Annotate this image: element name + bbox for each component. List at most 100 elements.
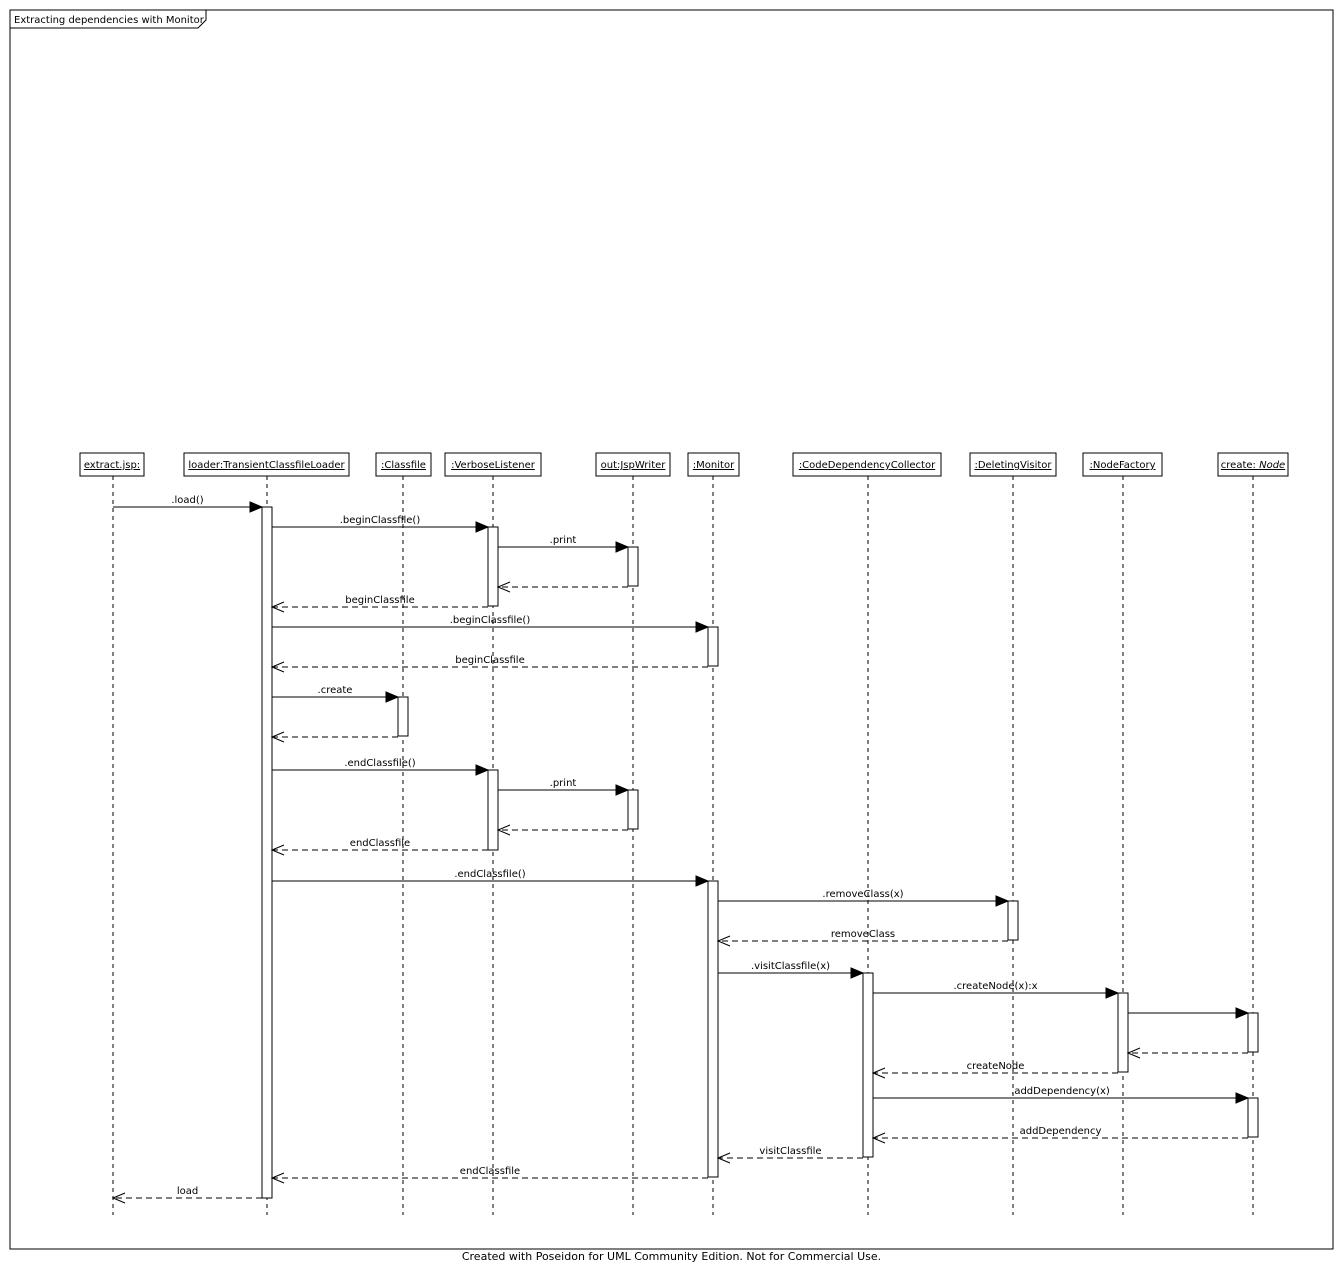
return-message: removeClass (716, 929, 1008, 947)
message-label: visitClassfile (759, 1146, 821, 1157)
lifeline-factory: :NodeFactory (1082, 452, 1163, 1215)
lifeline-jsp: extract.jsp: (79, 452, 145, 1215)
footer-note: Created with Poseidon for UML Community … (461, 1250, 882, 1263)
return-message (496, 824, 628, 836)
open-arrowhead (716, 1152, 731, 1164)
messages-layer: .load() .beginClassfile() .print beginClass… (111, 495, 1250, 1204)
call-message: .endClassfile() (272, 758, 490, 776)
call-message: .beginClassfile() (272, 515, 490, 533)
activation-bar-collector (862, 972, 874, 1158)
filled-arrowhead (1105, 987, 1120, 999)
open-arrowhead (1126, 1047, 1141, 1059)
message-label: .endClassfile() (454, 869, 525, 880)
filled-arrowhead (850, 967, 865, 979)
activations-layer (261, 506, 1259, 1199)
call-message: .print (498, 778, 630, 796)
lifeline-head-box (375, 452, 432, 477)
return-message (270, 731, 398, 743)
lifeline-label: :CodeDependencyCollector (799, 460, 936, 471)
lifeline-head-box (792, 452, 942, 477)
lifeline-deleting: :DeletingVisitor (969, 452, 1057, 1215)
filled-arrowhead (249, 501, 264, 513)
activation-bar-monitor (707, 626, 719, 667)
open-arrowhead (716, 935, 731, 947)
call-message: .addDependency(x) (873, 1086, 1250, 1104)
open-arrowhead (871, 1067, 886, 1079)
message-label: .endClassfile() (344, 758, 415, 769)
frame-title-tab (10, 9, 207, 29)
open-arrowhead (270, 731, 285, 743)
message-label: .load() (171, 495, 203, 506)
return-message (1126, 1047, 1248, 1059)
return-message: beginClassfile (270, 655, 708, 673)
message-label: .create (318, 685, 353, 696)
message-label: endClassfile (460, 1166, 520, 1177)
message-label: .removeClass(x) (822, 889, 903, 900)
message-label: endClassfile (350, 838, 410, 849)
message-label: .beginClassfile() (340, 515, 421, 526)
activation-bar-verbose (487, 769, 499, 851)
return-message: createNode (871, 1061, 1118, 1079)
message-label: .addDependency(x) (1011, 1086, 1110, 1097)
return-message: beginClassfile (270, 595, 488, 613)
lifeline-label: :NodeFactory (1090, 460, 1156, 471)
open-arrowhead (270, 844, 285, 856)
diagram-frame (9, 9, 1334, 1250)
call-message: .removeClass(x) (718, 889, 1010, 907)
filled-arrowhead (1235, 1092, 1250, 1104)
lifeline-label: :VerboseListener (451, 460, 536, 471)
lifeline-node: create: Node (1217, 452, 1289, 1215)
lifeline-label: :Monitor (693, 460, 735, 471)
frame-title: Extracting dependencies with Monitor (14, 15, 205, 26)
message-label: .createNode(x):x (953, 981, 1037, 992)
filled-arrowhead (475, 521, 490, 533)
lifeline-collector: :CodeDependencyCollector (792, 452, 942, 1215)
lifeline-classfile: :Classfile (375, 452, 432, 1215)
filled-arrowhead (475, 764, 490, 776)
lifeline-head-box (595, 452, 671, 477)
call-message: .visitClassfile(x) (718, 961, 865, 979)
filled-arrowhead (995, 895, 1010, 907)
return-message: endClassfile (270, 838, 488, 856)
activation-bar-deleting (1007, 900, 1019, 941)
lifeline-label: create: Node (1221, 460, 1285, 471)
lifeline-head-box (687, 452, 740, 477)
open-arrowhead (111, 1192, 126, 1204)
return-message: visitClassfile (716, 1146, 863, 1164)
filled-arrowhead (615, 541, 630, 553)
lifeline-label-type: Node (1259, 460, 1285, 471)
call-message: .endClassfile() (272, 869, 710, 887)
activation-bar-classfile (397, 696, 409, 737)
lifeline-head-box (1082, 452, 1163, 477)
lifeline-label: out:JspWriter (601, 460, 667, 471)
message-label: createNode (967, 1061, 1025, 1072)
message-label: .print (550, 535, 577, 546)
message-label: beginClassfile (455, 655, 525, 666)
open-arrowhead (496, 824, 511, 836)
call-message: .createNode(x):x (873, 981, 1120, 999)
message-label: removeClass (831, 929, 895, 940)
lifeline-head-box (444, 452, 542, 477)
lifeline-label: extract.jsp: (84, 460, 140, 471)
open-arrowhead (871, 1132, 886, 1144)
lifeline-label: :Classfile (381, 460, 426, 471)
call-message: .beginClassfile() (272, 615, 710, 633)
activation-bar-verbose (487, 526, 499, 607)
filled-arrowhead (385, 691, 400, 703)
lifelines-layer: extract.jsp: loader:TransientClassfileLoa… (79, 452, 1289, 1215)
activation-bar-factory (1117, 992, 1129, 1073)
message-label: beginClassfile (345, 595, 415, 606)
return-message: load (111, 1186, 262, 1204)
filled-arrowhead (695, 875, 710, 887)
lifeline-head-box (969, 452, 1057, 477)
message-label: load (177, 1186, 198, 1197)
lifeline-head-box (1217, 452, 1289, 477)
lifeline-head-box (183, 452, 350, 477)
activation-bar-node (1247, 1097, 1259, 1138)
activation-bar-out (627, 546, 639, 587)
call-message: .load() (113, 495, 264, 513)
open-arrowhead (496, 581, 511, 593)
return-message: endClassfile (270, 1166, 708, 1184)
message-label: addDependency (1020, 1126, 1102, 1137)
lifeline-label: loader:TransientClassfileLoader (188, 460, 345, 471)
